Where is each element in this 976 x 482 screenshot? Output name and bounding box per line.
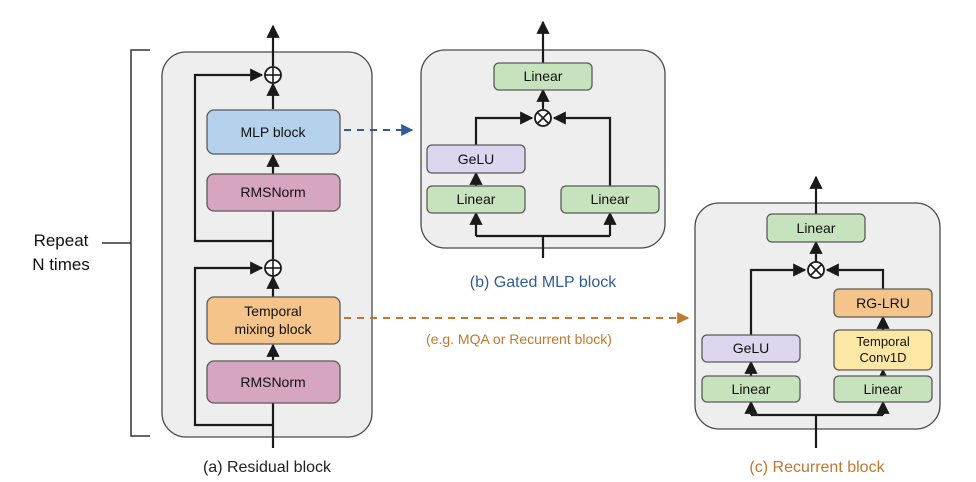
multiply-node-recurrent: [807, 261, 825, 279]
repeat-label-line2: N times: [32, 255, 90, 274]
gated-linear-right-label: Linear: [591, 191, 630, 207]
residual-caption: (a) Residual block: [203, 459, 332, 476]
recurrent-linear-left: [701, 375, 801, 403]
repeat-label-line1: Repeat: [34, 231, 89, 250]
gated-gelu: [426, 144, 526, 174]
recurrent-gelu: [701, 334, 801, 363]
recurrent-linear-right-label: Linear: [864, 381, 903, 397]
rmsnorm-bottom-label: RMSNorm: [240, 374, 305, 390]
recurrent-block: Linear RG-LRU Temporal Conv1D GeLU Linea…: [694, 175, 941, 448]
rmsnorm-top: [206, 173, 341, 212]
temporal-mixing-label-line2: mixing block: [234, 321, 312, 337]
repeat-bracket: [102, 49, 150, 437]
residual-block: MLP block RMSNorm Temporal mixing block …: [161, 24, 373, 448]
recurrent-linear-top-label: Linear: [797, 220, 836, 236]
mlp-block-label: MLP block: [240, 124, 306, 140]
gated-gelu-label: GeLU: [458, 151, 495, 167]
gated-linear-left-label: Linear: [457, 191, 496, 207]
recurrent-linear-top: [766, 213, 866, 243]
add-node-bottom: [264, 259, 282, 277]
temporal-mixing-block: [206, 296, 341, 345]
recurrent-linear-left-label: Linear: [732, 381, 771, 397]
gated-linear-right: [560, 185, 660, 214]
gated-linear-top-label: Linear: [524, 68, 563, 84]
temporal-conv1d-block: [833, 329, 933, 371]
gated-caption: (b) Gated MLP block: [470, 274, 617, 291]
recurrent-linear-right: [833, 375, 933, 403]
recurrent-gelu-label: GeLU: [733, 340, 770, 356]
add-node-top: [264, 66, 282, 84]
rmsnorm-bottom: [206, 360, 341, 404]
multiply-node-gated: [534, 109, 552, 127]
gated-linear-top: [493, 62, 593, 91]
rg-lru-label: RG-LRU: [856, 295, 910, 311]
temporal-conv1d-label-line1: Temporal: [856, 334, 910, 349]
gated-mlp-block: Linear GeLU Linear Linear: [420, 20, 666, 258]
gated-linear-left: [426, 185, 526, 214]
rg-lru-block: [833, 288, 933, 318]
mixing-note: (e.g. MQA or Recurrent block): [426, 331, 612, 347]
rmsnorm-top-label: RMSNorm: [240, 184, 305, 200]
mlp-block: [206, 109, 341, 155]
recurrent-caption: (c) Recurrent block: [749, 459, 885, 476]
temporal-mixing-label-line1: Temporal: [244, 303, 302, 319]
temporal-conv1d-label-line2: Conv1D: [860, 350, 907, 365]
